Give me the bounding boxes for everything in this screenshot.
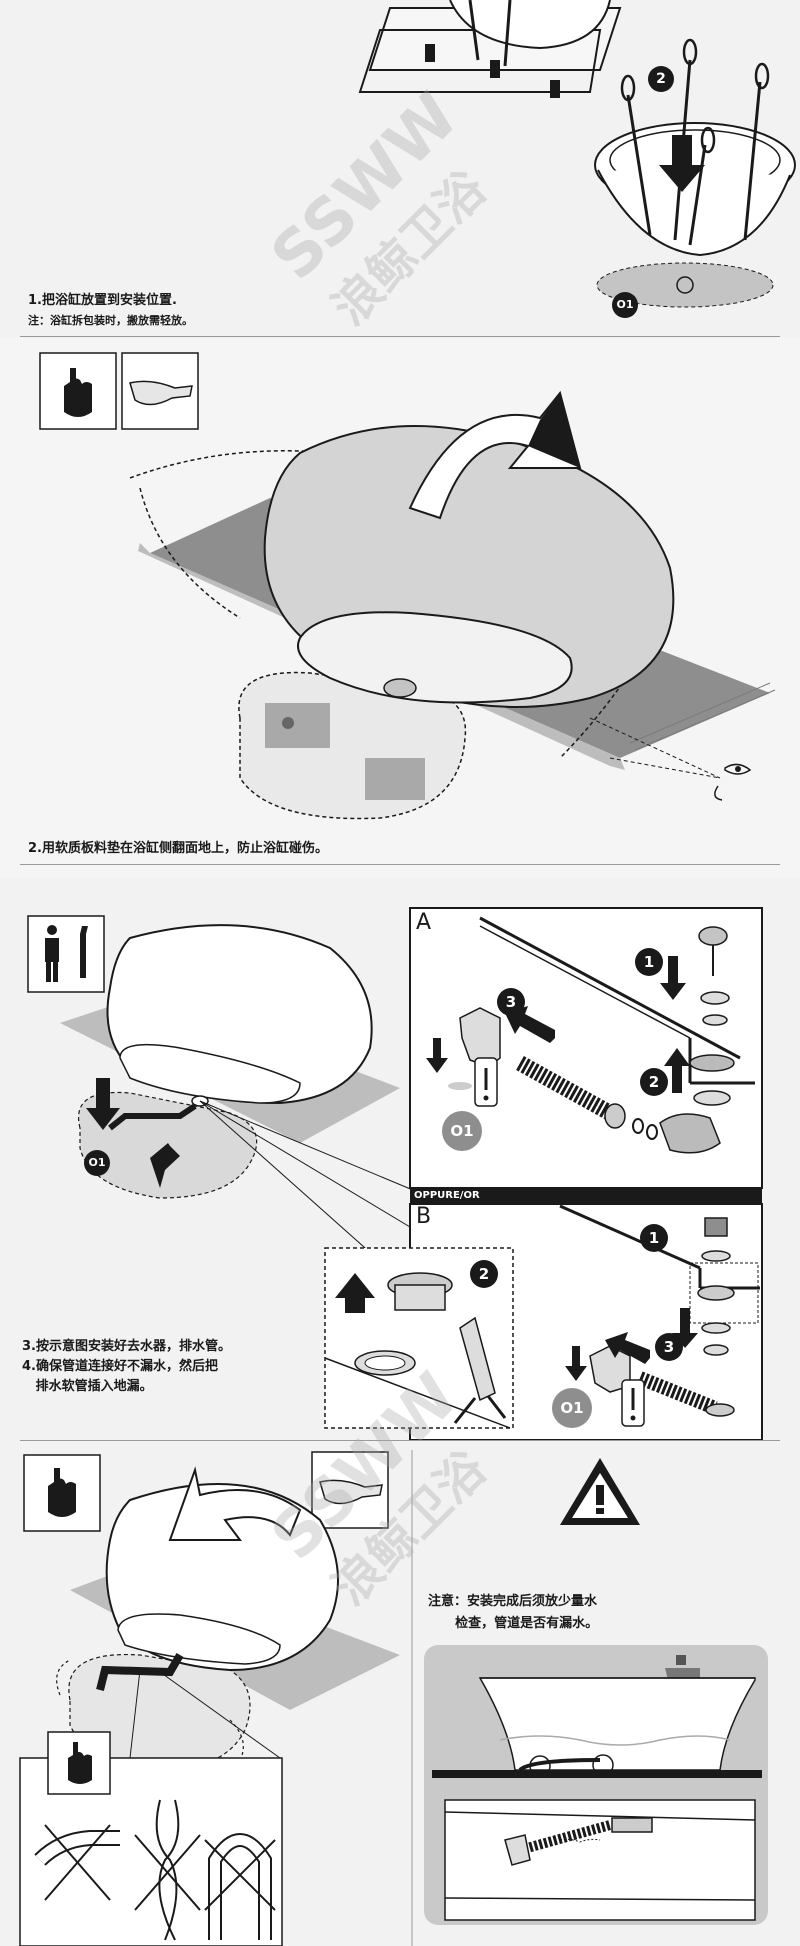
glove-icon: [121, 352, 199, 430]
step4-note-line2: 检查，管道是否有漏水。: [428, 1616, 599, 1631]
step3-caption-line3: 排水软管插入地漏。: [22, 1379, 153, 1394]
divider: [20, 1440, 780, 1441]
step2-illustration: [39, 352, 776, 820]
badge-a-1: 1: [635, 948, 663, 976]
option-divider-label: OPPURE/OR: [414, 1190, 480, 1201]
badge-o1: O1: [612, 292, 638, 318]
badge-a-2: 2: [640, 1068, 668, 1096]
badge-a-o1: O1: [450, 1122, 474, 1140]
step3-illustration: [27, 907, 763, 1440]
divider: [20, 336, 780, 337]
hand-icon: [23, 1454, 101, 1532]
badge-b-3: 3: [655, 1333, 683, 1361]
badge-step-2: 2: [648, 66, 674, 92]
step4-illustration: [19, 1450, 768, 1946]
badge-b-1: 1: [640, 1224, 668, 1252]
badge-a-3: 3: [497, 988, 525, 1016]
badge-sealant-2: 2: [470, 1260, 498, 1288]
step1-caption: 1.把浴缸放置到安装位置.: [28, 293, 177, 308]
label-option-b: B: [416, 1204, 432, 1229]
hand-icon: [47, 1731, 111, 1795]
step3-caption-line1: 3.按示意图安装好去水器，排水管。: [22, 1339, 231, 1354]
person-wrench-icon: [27, 915, 105, 993]
badge-o1: O1: [84, 1150, 110, 1176]
badge-b-o1: O1: [560, 1399, 584, 1417]
step1-illustration: [358, 0, 796, 308]
step3-panel: A OPPURE/OR B 1 2 3 O1 1 3 O1 2 O1 3.按示意…: [0, 888, 800, 1440]
step4-note-line1: 注意：安装完成后须放少量水: [428, 1594, 598, 1609]
step1-panel: 2 O1 1.把浴缸放置到安装位置. 注：浴缸拆包装时，搬放需轻放。: [0, 0, 800, 338]
warning-icon: [560, 1458, 640, 1525]
step1-note: 注：浴缸拆包装时，搬放需轻放。: [28, 314, 193, 327]
step4-panel: 注意：安装完成后须放少量水 检查，管道是否有漏水。: [0, 1440, 800, 1946]
label-option-a: A: [416, 910, 432, 935]
eye-icon: [714, 763, 752, 801]
hand-icon: [39, 352, 117, 430]
divider: [20, 864, 780, 865]
step2-caption: 2.用软质板料垫在浴缸侧翻面地上，防止浴缸碰伤。: [28, 841, 328, 856]
step3-caption-line2: 4.确保管道连接好不漏水，然后把: [22, 1359, 218, 1374]
step2-panel: 2.用软质板料垫在浴缸侧翻面地上，防止浴缸碰伤。: [0, 338, 800, 878]
glove-icon: [311, 1451, 389, 1529]
